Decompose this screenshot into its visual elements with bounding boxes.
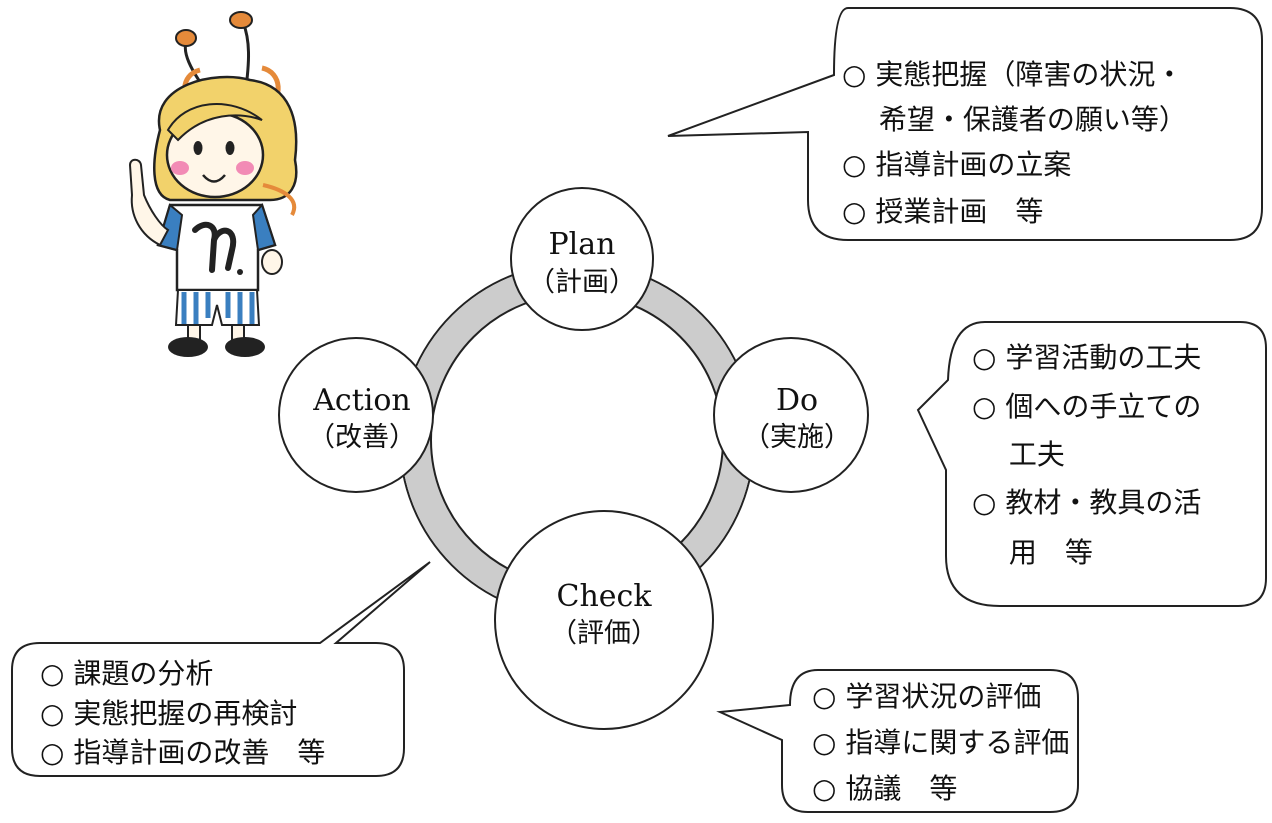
bubble-do-line-4: ○ 教材・教具の活 [972, 486, 1201, 519]
bubble-check-line-1: ○ 学習状況の評価 [812, 680, 1041, 713]
node-do-label: Do [776, 383, 818, 418]
node-do-sub: （実施） [743, 422, 851, 453]
bubble-action-line-1: ○ 課題の分析 [40, 657, 213, 690]
node-do: Do （実施） [713, 337, 869, 493]
bubble-plan-line-3: ○ 指導計画の立案 [842, 148, 1071, 181]
bubble-do-line-3: 工夫 [972, 438, 1065, 471]
node-check-sub: （評価） [550, 618, 658, 649]
bubble-do-line-1: ○ 学習活動の工夫 [972, 341, 1201, 374]
bubble-do-line-2: ○ 個への手立ての [972, 390, 1201, 423]
bubble-plan-line-1: ○ 実態把握（障害の状況・ [842, 58, 1183, 91]
bubble-plan: ○ 実態把握（障害の状況・ 希望・保護者の願い等） ○ 指導計画の立案 ○ 授業… [667, 7, 1263, 241]
node-action-label: Action [312, 383, 411, 418]
bubble-check-line-3: ○ 協議 等 [812, 772, 957, 805]
node-action: Action （改善） [278, 337, 434, 493]
node-action-sub: （改善） [308, 422, 416, 453]
bubble-plan-line-2: 希望・保護者の願い等） [842, 103, 1187, 136]
bubble-action-line-3: ○ 指導計画の改善 等 [40, 736, 325, 769]
mascot-character-icon [128, 11, 298, 357]
bubble-do: ○ 学習活動の工夫 ○ 個への手立ての 工夫 ○ 教材・教具の活 用 等 [916, 321, 1267, 607]
node-plan-label: Plan [549, 227, 616, 262]
node-check: Check （評価） [494, 510, 714, 730]
bubble-plan-line-4: ○ 授業計画 等 [842, 195, 1043, 228]
node-plan-sub: （計画） [528, 267, 636, 298]
node-check-label: Check [556, 579, 652, 614]
node-plan: Plan （計画） [510, 187, 654, 331]
bubble-action: ○ 課題の分析 ○ 実態把握の再検討 ○ 指導計画の改善 等 [11, 561, 431, 777]
bubble-check: ○ 学習状況の評価 ○ 指導に関する評価 ○ 協議 等 [716, 669, 1079, 813]
bubble-check-line-2: ○ 指導に関する評価 [812, 726, 1069, 759]
bubble-action-line-2: ○ 実態把握の再検討 [40, 697, 297, 730]
bubble-do-line-5: 用 等 [972, 536, 1093, 569]
